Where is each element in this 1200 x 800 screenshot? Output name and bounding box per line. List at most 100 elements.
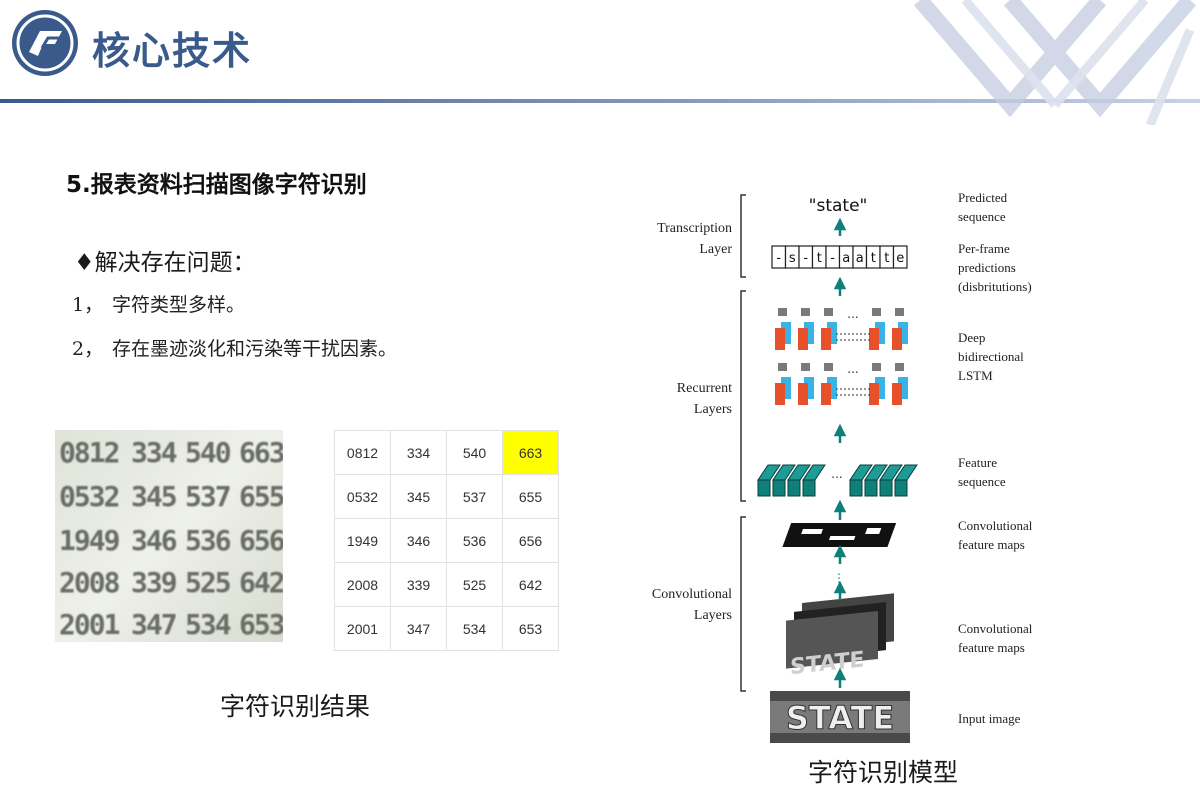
problem-item: 2，存在墨迹淡化和污染等干扰因素。 <box>72 334 397 361</box>
table-cell: 345 <box>390 474 447 519</box>
problem-item-text: 字符类型多样。 <box>112 294 246 316</box>
corner-decoration <box>913 0 1197 125</box>
recurrent-bracket <box>740 290 746 502</box>
lstm-red-cell <box>798 383 808 405</box>
scan-cell: 1949 <box>59 524 120 557</box>
feature-ellipsis: ... <box>831 467 842 481</box>
scan-cell: 345 <box>131 480 178 513</box>
lstm-blue-cell <box>827 322 837 344</box>
lstm-red-cell <box>821 328 831 350</box>
table-row: 2008 339 525 642 <box>334 562 559 607</box>
table-cell: 2008 <box>334 562 391 607</box>
conv-feature-maps-label: Convolutional <box>958 621 1033 636</box>
scan-cell: 347 <box>131 608 178 641</box>
per-frame-label: predictions <box>958 260 1016 275</box>
table-cell: 536 <box>446 518 503 563</box>
table-cell-highlighted: 663 <box>502 430 559 475</box>
lstm-gray-cell <box>824 308 833 316</box>
scan-cell: 334 <box>131 436 178 469</box>
scan-cell: 663 <box>239 436 283 469</box>
feature-column <box>894 479 908 497</box>
table-cell: 346 <box>390 518 447 563</box>
lstm-label: LSTM <box>958 368 993 383</box>
lstm-red-cell <box>869 383 879 405</box>
recognition-result-caption: 字符识别结果 <box>220 692 371 721</box>
table-cell: 534 <box>446 606 503 651</box>
transcription-layer-label: Layer <box>699 242 732 257</box>
scan-cell: 2008 <box>59 566 120 599</box>
table-cell: 537 <box>446 474 503 519</box>
lstm-blue-cell <box>827 377 837 399</box>
scan-row: 2001 347 534 653 <box>55 606 283 642</box>
scanned-image: 0812 334 540 663 0532 345 537 655 1949 3… <box>55 430 283 642</box>
lstm-label: bidirectional <box>958 349 1024 364</box>
scan-cell: 0532 <box>59 480 120 513</box>
frame-char: - <box>776 251 781 266</box>
convolutional-bracket <box>740 516 746 692</box>
frame-char: - <box>803 251 808 266</box>
lstm-red-cell <box>775 383 785 405</box>
feature-column <box>879 479 893 497</box>
table-row: 0532 345 537 655 <box>334 474 559 519</box>
table-cell: 1949 <box>334 518 391 563</box>
feature-column <box>787 479 801 497</box>
table-row: 2001 347 534 653 <box>334 606 559 651</box>
table-cell: 642 <box>502 562 559 607</box>
scan-cell: 537 <box>185 480 232 513</box>
lstm-ellipsis-top: ... <box>847 307 858 321</box>
lstm-red-cell <box>892 328 902 350</box>
scan-row: 0812 334 540 663 <box>55 434 283 476</box>
frame-char: a <box>842 251 850 266</box>
scan-cell: 540 <box>185 436 232 469</box>
lstm-gray-cell <box>872 363 881 371</box>
lstm-blue-cell <box>781 377 791 399</box>
feature-column <box>864 479 878 497</box>
frame-char: t <box>817 251 822 266</box>
frame-char: a <box>856 251 864 266</box>
scan-cell: 346 <box>131 524 178 557</box>
conv-feature-maps-label: feature maps <box>958 640 1025 655</box>
frame-char: s <box>789 251 796 266</box>
scan-cell: 653 <box>239 608 283 641</box>
frame-char: e <box>896 251 904 266</box>
scan-cell: 2001 <box>59 608 120 641</box>
convolutional-layers-label: Convolutional <box>652 587 732 602</box>
per-frame-label: Per-frame <box>958 241 1010 256</box>
scan-cell: 655 <box>239 480 283 513</box>
lstm-gray-cell <box>895 363 904 371</box>
input-image-text: STATE <box>786 699 894 737</box>
table-cell: 525 <box>446 562 503 607</box>
predicted-sequence-label: Predicted <box>958 190 1008 205</box>
lstm-gray-cell <box>778 363 787 371</box>
logo-icon <box>16 14 74 72</box>
input-image: STATE <box>770 691 910 743</box>
frame-char: t <box>884 251 889 266</box>
lstm-label: Deep <box>958 330 985 345</box>
scan-cell: 339 <box>131 566 178 599</box>
lstm-red-cell <box>775 328 785 350</box>
scan-row: 2008 339 525 642 <box>55 564 283 606</box>
conv-feature-maps-label: Convolutional <box>958 518 1033 533</box>
feature-column <box>772 479 786 497</box>
lstm-red-cell <box>821 383 831 405</box>
lstm-blocks <box>775 308 908 405</box>
lstm-blue-cell <box>875 377 885 399</box>
page-title: 核心技术 <box>92 29 253 73</box>
problem-heading: ♦解决存在问题： <box>74 250 256 276</box>
table-cell: 655 <box>502 474 559 519</box>
lstm-gray-cell <box>778 308 787 316</box>
vertical-ellipsis: ⋮ <box>833 571 845 585</box>
frame-box <box>892 245 908 269</box>
lstm-red-cell <box>798 328 808 350</box>
lstm-blue-cell <box>804 322 814 344</box>
scan-cell: 642 <box>239 566 283 599</box>
table-row: 1949 346 536 656 <box>334 518 559 563</box>
scan-cell: 0812 <box>59 436 120 469</box>
frame-char: t <box>871 251 876 266</box>
feature-column <box>849 479 863 497</box>
frame-char: - <box>830 251 835 266</box>
header-divider <box>0 99 1200 103</box>
recurrent-layers-label: Recurrent <box>677 381 732 396</box>
problem-item-text: 存在墨迹淡化和污染等干扰因素。 <box>112 338 398 360</box>
